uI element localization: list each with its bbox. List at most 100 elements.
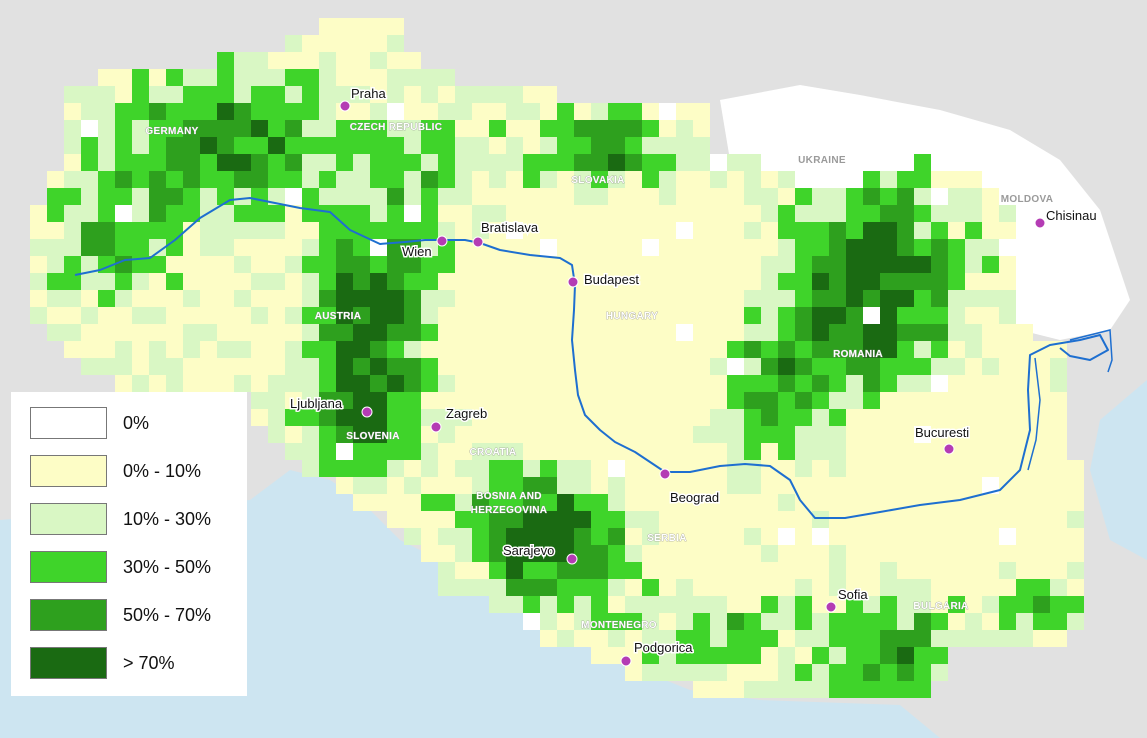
grid-cell (625, 358, 642, 375)
grid-cell (625, 664, 642, 681)
grid-cell (421, 375, 438, 392)
grid-cell (574, 222, 591, 239)
grid-cell (387, 477, 404, 494)
grid-cell (557, 460, 574, 477)
grid-cell (574, 511, 591, 528)
grid-cell (863, 613, 880, 630)
grid-cell (812, 375, 829, 392)
grid-cell (880, 409, 897, 426)
grid-cell (557, 171, 574, 188)
country-label-romania: ROMANIA (833, 349, 883, 360)
grid-cell (251, 52, 268, 69)
grid-cell (948, 222, 965, 239)
grid-cell (846, 341, 863, 358)
grid-cell (795, 460, 812, 477)
grid-cell (710, 647, 727, 664)
grid-cell (421, 222, 438, 239)
grid-cell (965, 256, 982, 273)
grid-cell (404, 239, 421, 256)
city-marker (943, 443, 955, 455)
grid-cell (761, 545, 778, 562)
land-cover-grid (30, 18, 1084, 698)
grid-cell (897, 443, 914, 460)
grid-cell (81, 290, 98, 307)
grid-cell (591, 511, 608, 528)
grid-cell (370, 35, 387, 52)
grid-cell (183, 171, 200, 188)
grid-cell (523, 307, 540, 324)
grid-cell (183, 69, 200, 86)
grid-cell (200, 171, 217, 188)
grid-cell (710, 341, 727, 358)
grid-cell (744, 375, 761, 392)
danube-river (74, 197, 1109, 519)
grid-cell (727, 630, 744, 647)
legend-swatch (30, 599, 107, 631)
grid-cell (217, 341, 234, 358)
grid-cell (642, 596, 659, 613)
grid-cell (948, 341, 965, 358)
grid-cell (591, 324, 608, 341)
grid-cell (914, 358, 931, 375)
grid-cell (659, 409, 676, 426)
grid-cell (727, 647, 744, 664)
grid-cell (455, 443, 472, 460)
grid-cell (693, 681, 710, 698)
grid-cell (98, 290, 115, 307)
grid-cell (64, 86, 81, 103)
grid-cell (404, 52, 421, 69)
grid-cell (336, 273, 353, 290)
grid-cell (676, 358, 693, 375)
grid-cell (659, 222, 676, 239)
grid-cell (761, 477, 778, 494)
grid-cell (166, 86, 183, 103)
grid-cell (438, 341, 455, 358)
grid-cell (132, 137, 149, 154)
grid-cell (1050, 494, 1067, 511)
grid-cell (47, 205, 64, 222)
grid-cell (744, 409, 761, 426)
grid-cell (948, 579, 965, 596)
grid-cell (438, 86, 455, 103)
grid-cell (642, 239, 659, 256)
grid-cell (880, 528, 897, 545)
grid-cell (846, 460, 863, 477)
grid-cell (540, 86, 557, 103)
grid-cell (506, 222, 523, 239)
grid-cell (1050, 477, 1067, 494)
grid-cell (676, 239, 693, 256)
grid-cell (98, 137, 115, 154)
grid-cell (863, 528, 880, 545)
grid-cell (200, 307, 217, 324)
grid-cell (319, 460, 336, 477)
grid-cell (625, 528, 642, 545)
grid-cell (999, 630, 1016, 647)
grid-cell (81, 341, 98, 358)
legend-swatch (30, 551, 107, 583)
grid-cell (353, 324, 370, 341)
country-label-bulgaria: BULGARIA (913, 601, 968, 612)
grid-cell (914, 664, 931, 681)
grid-cell (557, 222, 574, 239)
grid-cell (132, 341, 149, 358)
grid-cell (438, 409, 455, 426)
grid-cell (387, 358, 404, 375)
grid-cell (829, 647, 846, 664)
grid-cell (387, 69, 404, 86)
grid-cell (710, 494, 727, 511)
grid-cell (812, 426, 829, 443)
grid-cell (438, 426, 455, 443)
grid-cell (931, 630, 948, 647)
grid-cell (81, 205, 98, 222)
grid-cell (1033, 409, 1050, 426)
grid-cell (472, 86, 489, 103)
grid-cell (370, 460, 387, 477)
grid-cell (98, 324, 115, 341)
grid-cell (472, 171, 489, 188)
grid-cell (353, 375, 370, 392)
grid-cell (353, 171, 370, 188)
grid-cell (489, 239, 506, 256)
grid-cell (404, 273, 421, 290)
grid-cell (846, 647, 863, 664)
grid-cell (506, 120, 523, 137)
